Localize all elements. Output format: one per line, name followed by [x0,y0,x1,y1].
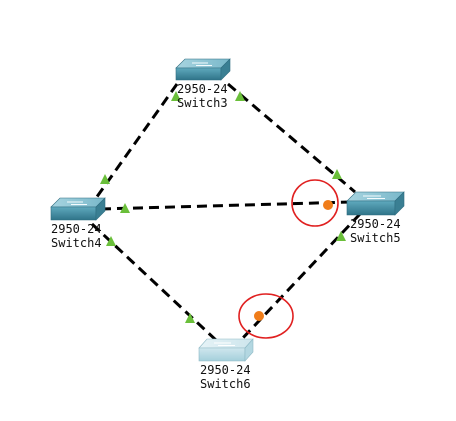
highlight-ring-icon [291,179,339,227]
port-up-icon [120,203,130,213]
port-up-icon [171,91,181,101]
switch-icon [198,338,254,362]
port-up-icon [185,313,195,323]
port-down-icon [254,311,264,321]
switch-icon [346,191,405,216]
port-indicators [100,91,346,323]
port-up-icon [100,174,110,184]
highlight-ring-icon [238,293,294,339]
switch-icon [50,197,106,221]
link-switch3-switch4[interactable] [87,83,179,209]
device-model-label: 2950-24 [177,82,228,96]
port-up-icon [332,169,342,179]
device-name-label: Switch6 [200,377,251,391]
device-model-label: 2950-24 [200,363,251,377]
device-switch3[interactable]: 2950-24 Switch3 [175,58,231,110]
device-name-label: Switch5 [350,231,401,245]
port-up-icon [336,231,346,241]
link-switch4-switch5[interactable] [100,200,353,211]
link-switch3-switch5[interactable] [227,82,356,194]
highlight-rings [238,179,339,339]
device-model-label: 2950-24 [51,222,102,236]
port-down-icon [323,200,333,210]
switch-icon [175,58,231,81]
device-switch5[interactable]: 2950-24 Switch5 [346,191,405,245]
device-switch4[interactable]: 2950-24 Switch4 [50,197,106,250]
link-switch4-switch6[interactable] [90,222,220,344]
device-switch6[interactable]: 2950-24 Switch6 [198,338,254,391]
port-up-icon [106,236,116,246]
port-up-icon [235,91,245,101]
device-model-label: 2950-24 [350,217,401,231]
device-name-label: Switch4 [51,236,102,250]
device-name-label: Switch3 [177,96,228,110]
